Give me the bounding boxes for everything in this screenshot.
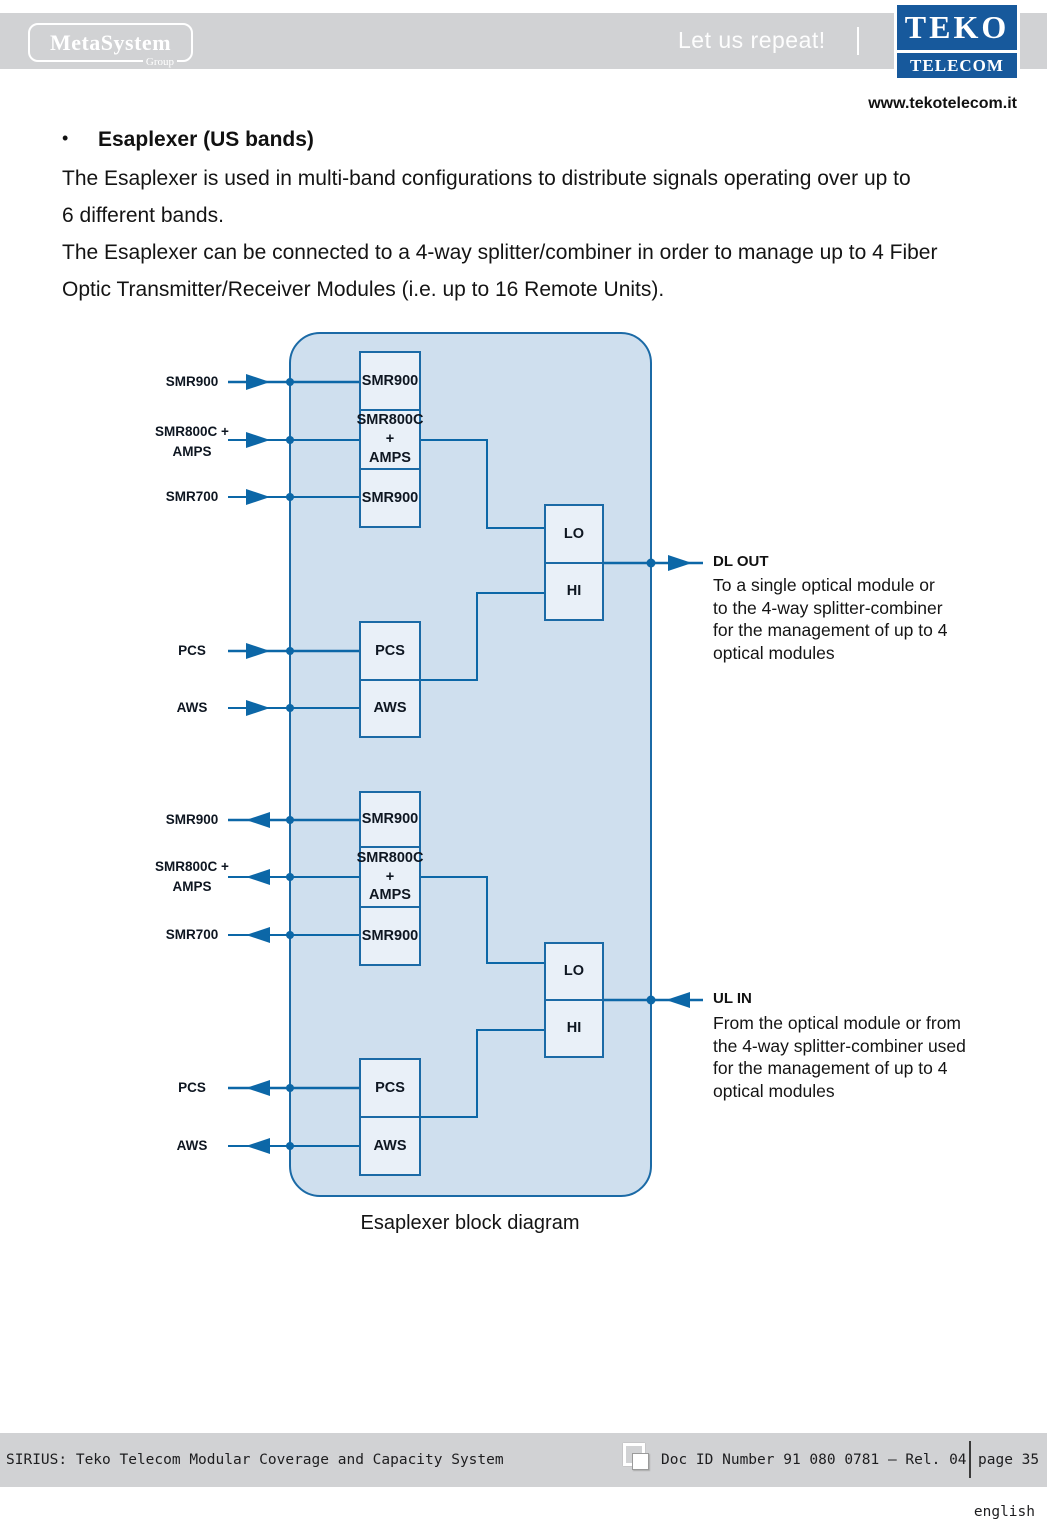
diagram-blocks [359,351,604,1176]
section-title: Esaplexer (US bands) [98,128,314,151]
metasystem-logo: MetaSystem Group [28,23,193,68]
port-label-pcs-in: PCS [178,643,206,658]
metasystem-wordmark: MetaSystem [49,29,172,55]
footer-page-number: page 35 [978,1452,1040,1468]
section-title-row: • Esaplexer (US bands) [62,128,314,152]
port-label-pcs-out: PCS [178,1080,206,1095]
paragraph-line: Optic Transmitter/Receiver Modules (i.e.… [62,278,665,301]
port-label-smr800c-in: SMR800C + AMPS [155,424,229,459]
ul-in-description: From the optical module or from the 4-wa… [713,1013,966,1101]
paragraph-line: The Esaplexer is used in multi-band conf… [62,167,911,190]
paragraph-line: The Esaplexer can be connected to a 4-wa… [62,241,938,264]
dl-out-arrowhead [668,555,692,571]
tagline: Let us repeat! [678,27,826,53]
block-smr900-bot1: SMR900 [361,811,419,828]
paragraph-line: 6 different bands. [62,204,224,227]
footer-document-title: SIRIUS: Teko Telecom Modular Coverage an… [6,1452,504,1468]
pages-icon-front-sheet [632,1453,649,1470]
metasystem-group-label: Group [142,56,177,68]
teko-logo-top: TEKO [897,5,1017,50]
port-label-smr700-out: SMR700 [165,927,219,942]
block-lo-top: LO [563,525,585,542]
website-url: www.tekotelecom.it [868,95,1017,112]
block-smr900-bot2: SMR900 [361,927,419,944]
port-label-aws-out: AWS [176,1138,208,1153]
ul-in-arrowhead [666,992,690,1008]
block-pcs-bot: PCS [375,1079,405,1096]
port-label-smr700-in: SMR700 [165,489,219,504]
port-label-smr900-in: SMR900 [165,374,219,389]
block-lo-bot: LO [563,963,585,980]
connector-lines [420,439,703,1118]
dl-out-description: To a single optical module or to the 4-w… [713,575,948,663]
diagram-caption: Esaplexer block diagram [360,1212,580,1234]
footer-doc-id: Doc ID Number 91 080 0781 – Rel. 04 [661,1452,967,1468]
block-aws-bot: AWS [373,1137,407,1154]
esaplexer-panel [289,332,652,1197]
footer-band [0,1433,1047,1487]
block-aws-top: AWS [373,700,407,717]
block-hi-top: HI [566,583,582,600]
port-label-aws-in: AWS [176,700,208,715]
block-smr800c-bot: SMR800C + AMPS [356,849,424,904]
block-smr900-top2: SMR900 [361,489,419,506]
block-smr900-top1: SMR900 [361,372,419,389]
teko-logo-bottom: TELECOM [897,53,1017,78]
port-label-smr900-out: SMR900 [165,812,219,827]
block-smr800c-top: SMR800C + AMPS [356,412,424,466]
pages-icon [623,1443,653,1473]
language-label: english [973,1504,1035,1520]
junction-dots [286,378,656,1150]
body-text: The Esaplexer is used in multi-band conf… [62,160,1037,308]
dl-out-label: DL OUT [713,553,769,570]
port-label-smr800c-out: SMR800C + AMPS [155,859,229,894]
teko-telecom-logo: TEKO TELECOM [894,2,1020,81]
block-pcs-top: PCS [375,642,405,659]
header-divider [857,27,859,55]
ul-in-label: UL IN [713,990,752,1007]
block-hi-bot: HI [566,1020,582,1037]
bullet-glyph: • [62,128,69,148]
footer-separator [969,1441,971,1478]
